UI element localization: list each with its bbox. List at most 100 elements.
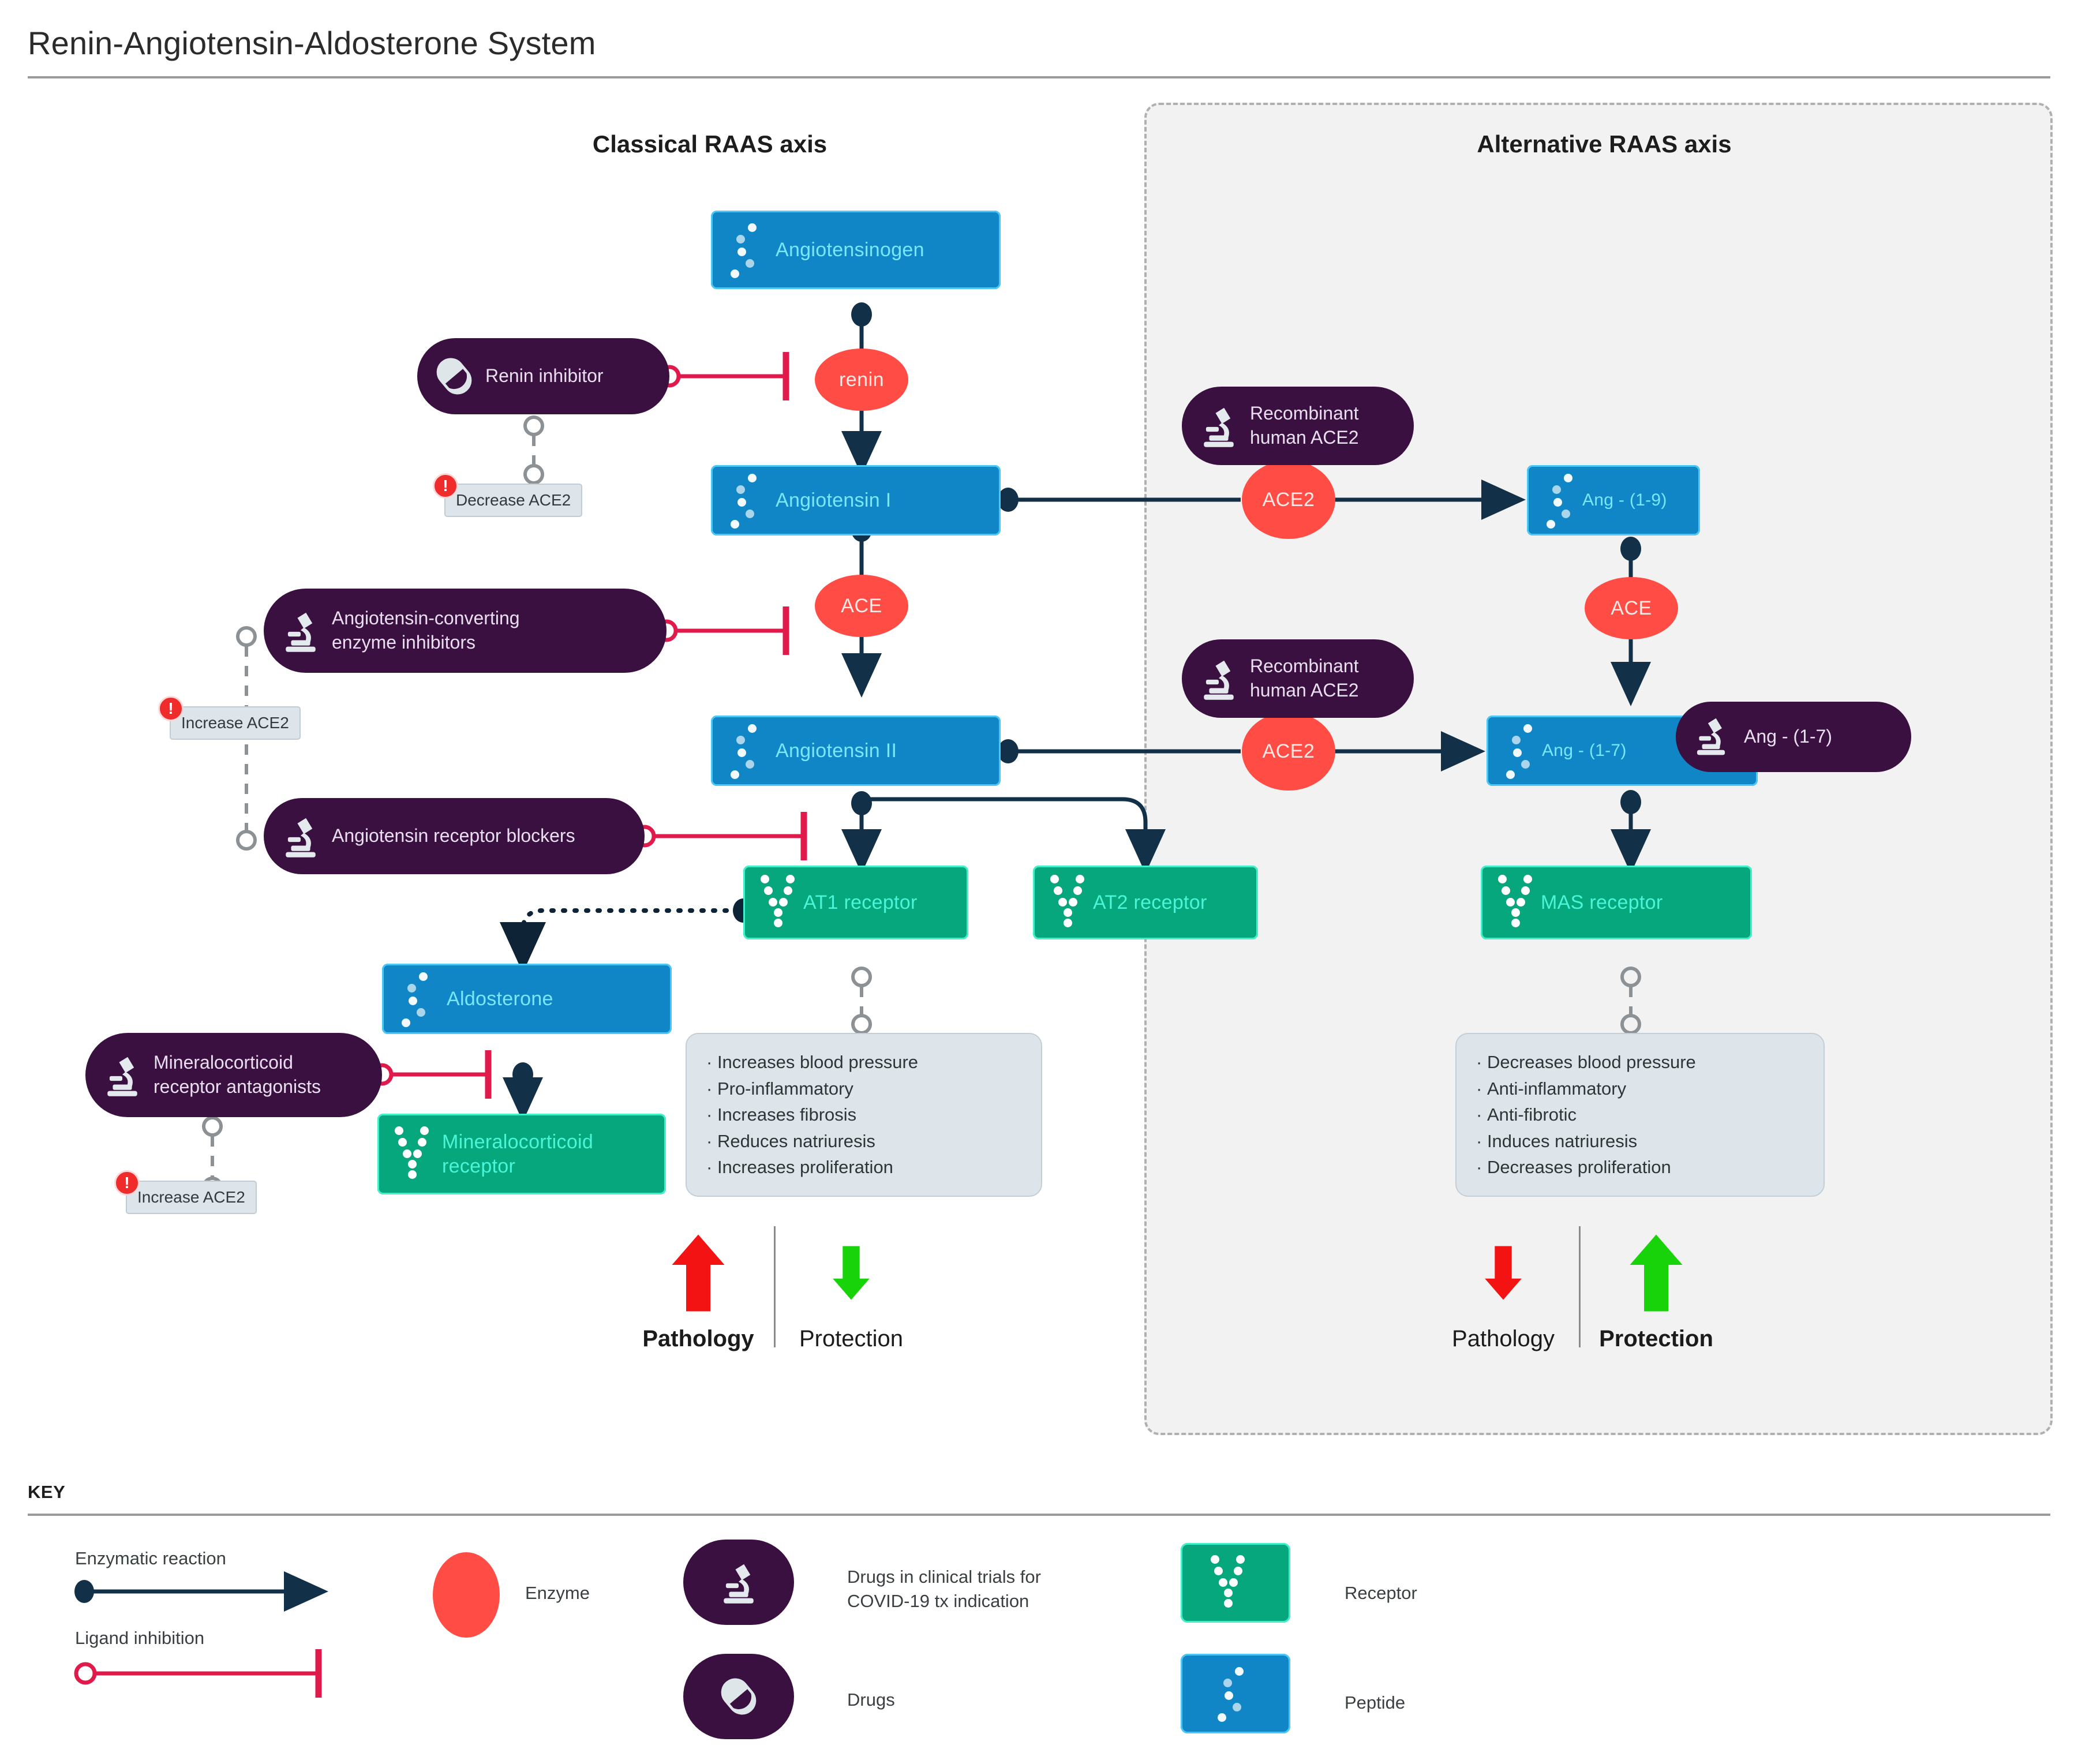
drug-label: Recombinant human ACE2 (1250, 656, 1359, 701)
key-enzyme-label: Enzyme (525, 1583, 590, 1603)
enzyme-ace-alternative[interactable]: ACE (1585, 577, 1678, 639)
drug-ang-1-7[interactable]: Ang - (1-7) (1676, 702, 1911, 772)
peptide-aldosterone[interactable]: Aldosterone (382, 964, 672, 1034)
green-down-arrow-icon (779, 1233, 923, 1313)
red-down-arrow-icon (1431, 1233, 1575, 1313)
peptide-ang-1-9[interactable]: Ang - (1-9) (1527, 465, 1700, 535)
peptide-chain-icon (1542, 473, 1579, 529)
receptor-label: Mineralocorticoid receptor (442, 1130, 594, 1178)
peptide-label: Aldosterone (447, 987, 553, 1010)
key-ligand-inhibition-label: Ligand inhibition (75, 1628, 205, 1648)
annotation-decrease-ace2: ! Decrease ACE2 (433, 473, 583, 517)
receptor-at2[interactable]: AT2 receptor (1033, 866, 1258, 939)
drug-ace-inhibitors[interactable]: Angiotensin-converting enzyme inhibitors (264, 589, 667, 673)
enzyme-ace-classical[interactable]: ACE (815, 575, 908, 637)
annotation-label: Decrease ACE2 (456, 491, 571, 509)
red-up-arrow-icon (626, 1233, 770, 1313)
microscope-icon (274, 604, 327, 657)
receptor-label: MAS receptor (1541, 891, 1663, 913)
peptide-chain-icon (397, 971, 434, 1027)
capsule-icon (428, 350, 481, 403)
key-heading: KEY (28, 1482, 66, 1502)
peptide-angiotensin-i[interactable]: Angiotensin I (711, 465, 1001, 535)
key-drugs-label: Drugs (847, 1690, 895, 1710)
outcome-protection-alternative: Protection (1584, 1233, 1728, 1352)
enzyme-ace2-upper[interactable]: ACE2 (1242, 460, 1335, 539)
effect-item: Decreases blood pressure (1476, 1049, 1804, 1076)
classical-axis-title: Classical RAAS axis (592, 130, 828, 158)
drug-label: Angiotensin receptor blockers (332, 825, 575, 847)
outcome-label: Pathology (1452, 1326, 1555, 1351)
receptor-mas[interactable]: MAS receptor (1481, 866, 1752, 939)
peptide-angiotensin-ii[interactable]: Angiotensin II (711, 716, 1001, 786)
enzyme-renin[interactable]: renin (815, 349, 908, 411)
key-peptide-swatch (1181, 1654, 1290, 1733)
outcome-pathology-alternative: Pathology (1431, 1233, 1575, 1352)
effect-item: Increases fibrosis (706, 1102, 1021, 1128)
drug-recombinant-human-ace2-upper[interactable]: Recombinant human ACE2 (1182, 387, 1414, 465)
peptide-label: Ang - (1-9) (1582, 490, 1667, 510)
alternative-axis-title: Alternative RAAS axis (1477, 130, 1732, 158)
key-clinical-trials-label: Drugs in clinical trials for COVID-19 tx… (847, 1567, 1041, 1611)
alert-icon: ! (433, 473, 458, 499)
page-title: Renin-Angiotensin-Aldosterone System (28, 25, 596, 61)
peptide-label: Angiotensin II (776, 739, 897, 762)
effects-mas: Decreases blood pressure Anti-inflammato… (1455, 1033, 1825, 1197)
drug-angiotensin-receptor-blockers[interactable]: Angiotensin receptor blockers (264, 798, 645, 874)
peptide-chain-icon (726, 723, 763, 779)
drug-recombinant-human-ace2-lower[interactable]: Recombinant human ACE2 (1182, 639, 1414, 718)
microscope-icon (96, 1048, 149, 1102)
key-enzyme-swatch (433, 1552, 500, 1638)
drug-mineralocorticoid-receptor-antagonists[interactable]: Mineralocorticoid receptor antagonists (85, 1033, 382, 1117)
effect-item: Increases blood pressure (706, 1049, 1021, 1076)
alert-icon: ! (114, 1170, 140, 1196)
annotation-increase-ace2-acei: ! Increase ACE2 (158, 696, 301, 740)
enzyme-ace2-lower[interactable]: ACE2 (1242, 712, 1335, 791)
outcome-alternative: Pathology Protection (1431, 1226, 1728, 1352)
effect-item: Anti-inflammatory (1476, 1076, 1804, 1102)
key-enzymatic-reaction-label: Enzymatic reaction (75, 1548, 226, 1568)
outcome-divider (1579, 1226, 1581, 1347)
outcome-label: Pathology (642, 1326, 754, 1351)
microscope-icon (1192, 399, 1245, 452)
receptor-label: AT2 receptor (1093, 891, 1207, 913)
annotation-label: Increase ACE2 (181, 714, 289, 732)
title-divider (28, 76, 2050, 78)
drug-label: Renin inhibitor (485, 365, 604, 387)
green-up-arrow-icon (1584, 1233, 1728, 1313)
effect-item: Reduces natriuresis (706, 1128, 1021, 1155)
receptor-mineralocorticoid[interactable]: Mineralocorticoid receptor (377, 1114, 666, 1194)
key-receptor-swatch (1181, 1543, 1290, 1623)
peptide-label: Ang - (1-7) (1542, 741, 1627, 761)
outcome-pathology-classical: Pathology (626, 1233, 770, 1352)
peptide-chain-icon (1213, 1666, 1250, 1722)
receptor-y-icon (1208, 1554, 1250, 1612)
key-peptide-label: Peptide (1345, 1692, 1406, 1713)
microscope-icon (274, 810, 327, 863)
microscope-icon (712, 1556, 765, 1609)
drug-label: Angiotensin-converting enzyme inhibitors (332, 608, 520, 653)
key-clinical-trials-swatch (683, 1540, 794, 1625)
effect-item: Pro-inflammatory (706, 1076, 1021, 1102)
peptide-angiotensinogen[interactable]: Angiotensinogen (711, 211, 1001, 289)
effect-item: Increases proliferation (706, 1154, 1021, 1181)
key-divider (28, 1514, 2050, 1516)
peptide-label: Angiotensinogen (776, 238, 924, 261)
receptor-at1[interactable]: AT1 receptor (743, 866, 968, 939)
outcome-label: Protection (799, 1326, 904, 1351)
receptor-label: AT1 receptor (803, 891, 918, 913)
microscope-icon (1192, 652, 1245, 705)
effects-at1: Increases blood pressure Pro-inflammator… (686, 1033, 1042, 1197)
receptor-y-icon (392, 1125, 434, 1183)
peptide-chain-icon (726, 473, 763, 529)
drug-label: Mineralocorticoid receptor antagonists (153, 1052, 321, 1097)
drug-label: Ang - (1-7) (1744, 726, 1832, 747)
receptor-y-icon (1496, 874, 1537, 931)
alert-icon: ! (158, 696, 184, 721)
effect-item: Decreases proliferation (1476, 1154, 1804, 1181)
capsule-icon (712, 1670, 765, 1723)
peptide-label: Angiotensin I (776, 489, 892, 511)
drug-renin-inhibitor[interactable]: Renin inhibitor (417, 338, 669, 414)
annotation-increase-ace2-mra: ! Increase ACE2 (114, 1170, 257, 1214)
key-receptor-label: Receptor (1345, 1583, 1417, 1603)
